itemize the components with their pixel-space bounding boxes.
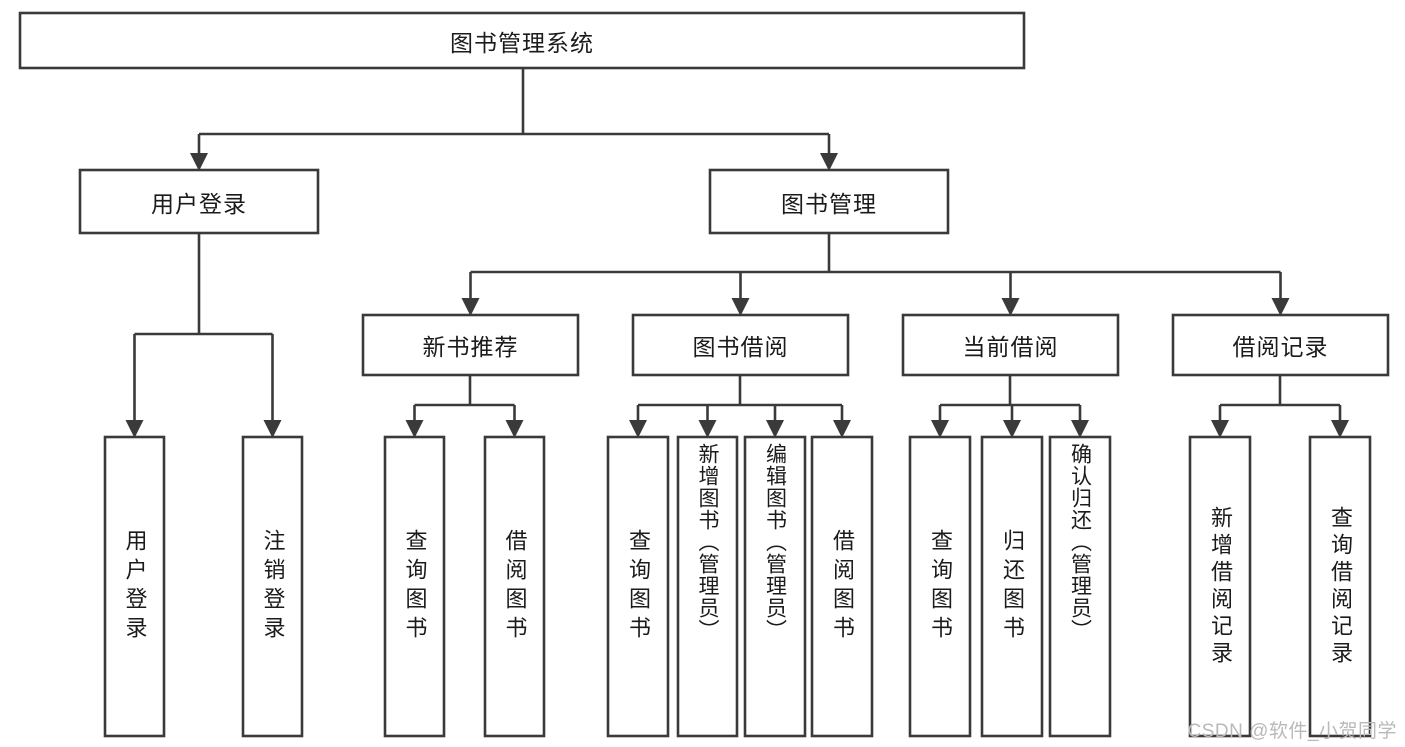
node-box-login[interactable] [78,168,320,235]
node-box-l-login[interactable] [103,435,166,738]
node-box-l-confirm[interactable] [1048,435,1112,738]
connector-arrowhead [125,420,144,438]
connector-arrowhead [731,298,750,316]
connector-group [125,233,282,438]
node-box-l-queryrec[interactable] [1308,435,1372,738]
connector-arrowhead [190,153,208,171]
node-box-l-addrec[interactable] [1188,435,1252,738]
node-box-l-add[interactable] [676,435,739,738]
node-box-l-borrow1[interactable] [483,435,546,738]
connector-arrowhead [1003,420,1021,438]
connector-arrowhead [1331,420,1349,438]
connector-group [461,233,1290,316]
connector-group [629,375,851,438]
node-box-newbook[interactable] [361,313,580,377]
node-box-l-edit[interactable] [743,435,807,738]
node-box-l-query1[interactable] [383,435,446,738]
connector-group [931,375,1089,438]
connector-arrowhead [1211,420,1229,438]
connector-arrowhead [405,420,424,438]
connector-arrowhead [263,420,282,438]
connector-layer [125,68,1349,438]
node-box-root[interactable] [18,11,1026,70]
connector-arrowhead [833,420,851,438]
connector-arrowhead [698,420,717,438]
connector-group [190,68,838,171]
connector-arrowhead [629,420,647,438]
node-box-l-logout[interactable] [241,435,304,738]
node-box-current[interactable] [901,313,1120,377]
connector-arrowhead [766,420,784,438]
connector-group [405,375,524,438]
node-box-borrow[interactable] [631,313,850,377]
node-box-l-return[interactable] [980,435,1044,738]
connector-arrowhead [820,153,838,171]
node-box-bookmgmt[interactable] [708,168,950,235]
connector-arrowhead [1271,298,1290,316]
watermark-credit: CSDN @软件_小贺同学 [1187,721,1397,742]
connector-arrowhead [1071,420,1089,438]
connector-arrowhead [1001,298,1020,316]
connector-arrowhead [931,420,949,438]
node-box-layer [18,11,1390,738]
node-box-l-query3[interactable] [908,435,972,738]
connector-arrowhead [505,420,524,438]
node-box-records[interactable] [1171,313,1390,377]
connector-arrowhead [461,298,480,316]
node-box-l-query2[interactable] [606,435,670,738]
connector-group [1211,375,1349,438]
node-box-l-borrow2[interactable] [810,435,874,738]
